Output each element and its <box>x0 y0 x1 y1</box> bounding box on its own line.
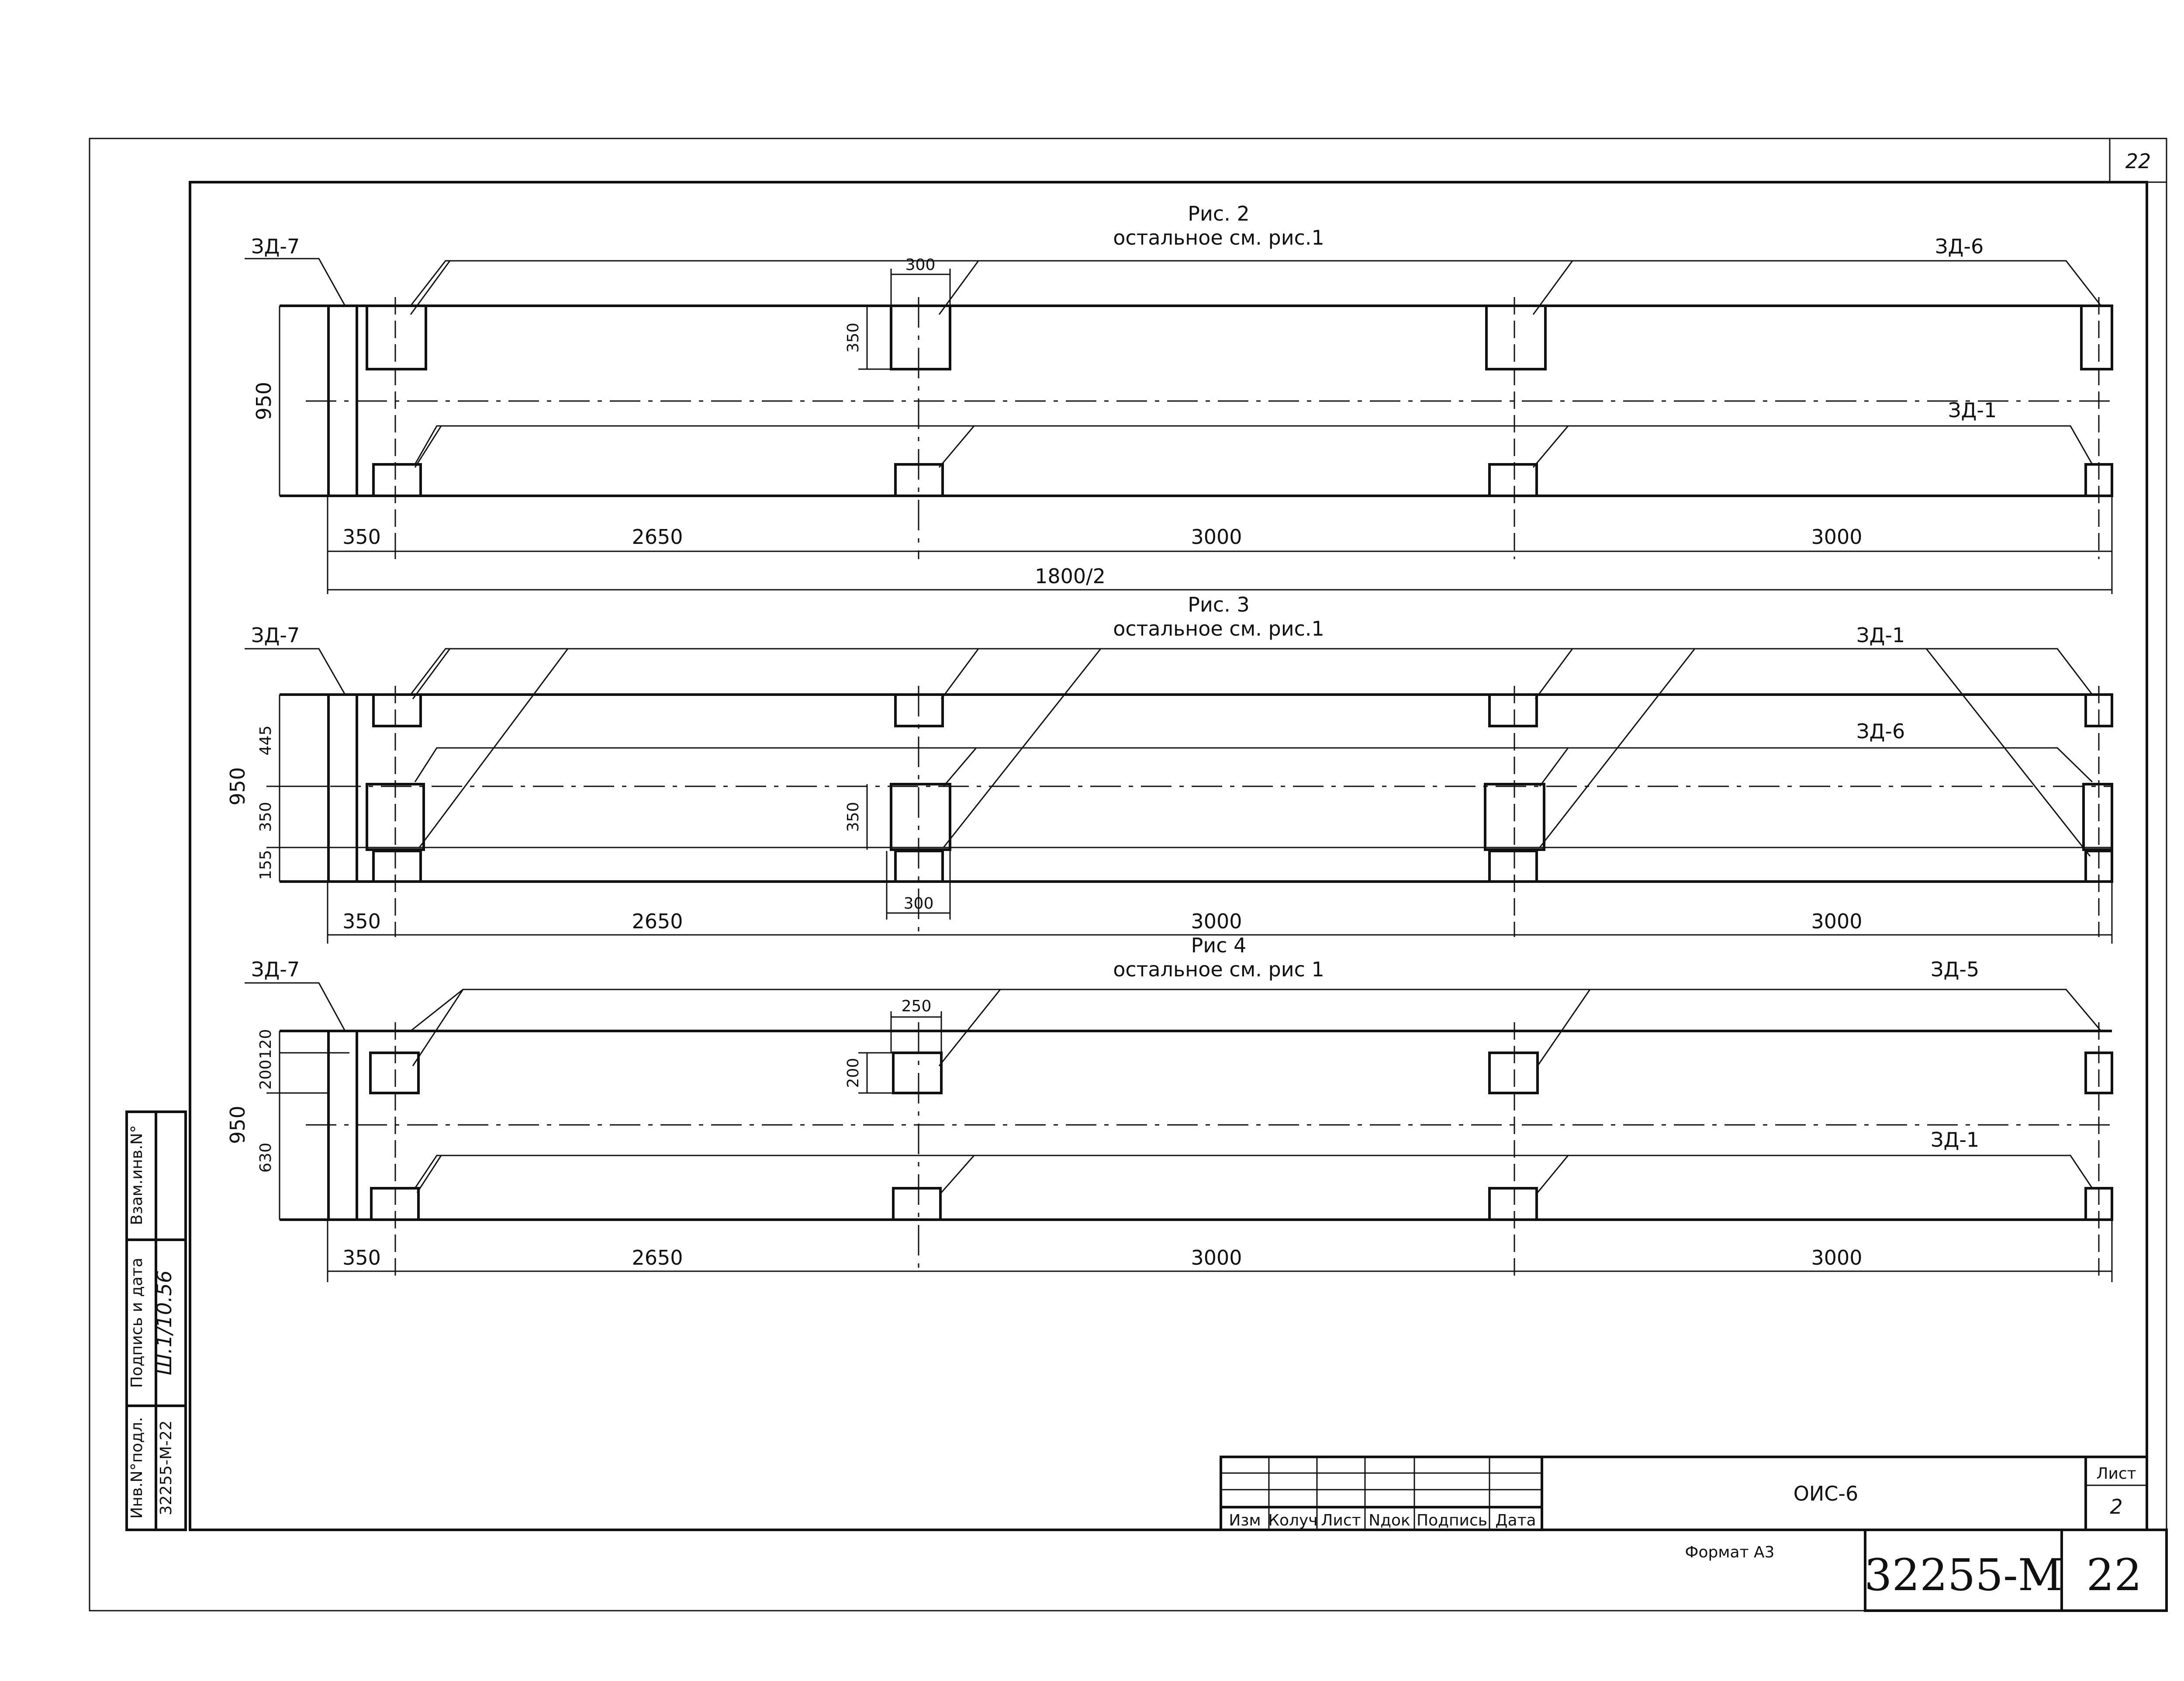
fig4-v3: 630 <box>257 1143 275 1173</box>
inv-podl-value: 32255-М-22 <box>157 1420 175 1515</box>
fig2-label-mid-right: ЗД-1 <box>1948 398 1997 422</box>
page-number: 22 <box>2086 1550 2142 1601</box>
fig4-span-2: 2650 <box>632 1246 683 1269</box>
fig3-v1: 445 <box>257 726 275 756</box>
corner-number: 22 <box>2125 149 2151 173</box>
fig4-height: 950 <box>226 1106 249 1144</box>
doc-code: ОИС-6 <box>1794 1482 1859 1505</box>
figure-3: Рис. 3 остальное см. рис.1 ЗД-7 ЗД-1 ЗД-… <box>226 593 2113 944</box>
fig3-span-1: 350 <box>342 910 381 933</box>
tb-col-ndok: Nдок <box>1368 1512 1410 1529</box>
fig4-span-3: 3000 <box>1191 1246 1242 1269</box>
sign-label: Подпись и дата <box>128 1258 146 1388</box>
outer-frame <box>89 138 2167 1612</box>
vzam-label: Взам.инв.N° <box>128 1125 146 1225</box>
fig2-height: 950 <box>252 382 276 420</box>
fig3-v3: 155 <box>257 850 275 880</box>
tb-col-list: Лист <box>1321 1512 1361 1529</box>
fig3-subtitle: остальное см. рис.1 <box>1113 617 1324 640</box>
tb-col-data: Дата <box>1495 1512 1536 1529</box>
fig2-box-height: 350 <box>844 323 862 353</box>
fig2-title: Рис. 2 <box>1188 202 1249 225</box>
sign-value: Ш.1/10.56 <box>152 1270 176 1375</box>
tb-col-koluch: Колуч <box>1268 1512 1317 1529</box>
fig4-box-width: 250 <box>902 997 932 1015</box>
fig3-box-height: 350 <box>844 802 862 832</box>
fig2-span-3: 3000 <box>1191 525 1242 549</box>
fig3-box-width: 300 <box>904 895 934 913</box>
fig4-title: Рис 4 <box>1191 934 1247 957</box>
doc-number: 32255-М <box>1864 1550 2063 1601</box>
fig3-label-top-right: ЗД-1 <box>1856 623 1905 647</box>
fig3-span-2: 2650 <box>632 910 683 933</box>
doc-number-stamp: 32255-М 22 <box>1864 1529 2168 1612</box>
fig2-span-1: 350 <box>342 525 381 549</box>
fig4-v1: 120 <box>257 1029 275 1059</box>
fig2-total: 1800/2 <box>1035 564 1106 588</box>
fig2-span-4: 3000 <box>1811 525 1862 549</box>
inner-frame <box>189 181 2148 1531</box>
fig4-v2: 200 <box>257 1060 275 1090</box>
fig2-label-top-right: ЗД-6 <box>1935 235 1984 258</box>
format-label: Формат А3 <box>1685 1543 1774 1561</box>
fig2-subtitle: остальное см. рис.1 <box>1113 226 1324 249</box>
fig4-label-top-right: ЗД-5 <box>1931 958 1979 981</box>
fig4-span-4: 3000 <box>1811 1246 1862 1269</box>
tb-col-izm: Изм <box>1229 1512 1261 1529</box>
fig3-span-4: 3000 <box>1811 910 1862 933</box>
figure-2: Рис. 2 остальное см. рис.1 ЗД-7 ЗД-6 ЗД-… <box>245 202 2113 594</box>
fig4-box-height: 200 <box>844 1058 862 1088</box>
fig3-span-3: 3000 <box>1191 910 1242 933</box>
fig2-span-2: 2650 <box>632 525 683 549</box>
fig3-height: 950 <box>226 767 249 806</box>
fig3-label-left: ЗД-7 <box>251 623 300 647</box>
sheet-number: 2 <box>2110 1495 2122 1518</box>
fig4-subtitle: остальное см. рис 1 <box>1113 958 1324 981</box>
sheet-label: Лист <box>2096 1465 2136 1483</box>
figure-4: Рис 4 остальное см. рис 1 ЗД-7 ЗД-5 ЗД-1 <box>226 934 2113 1282</box>
corner-number-box: 22 <box>2109 138 2167 183</box>
fig2-label-left: ЗД-7 <box>251 235 300 258</box>
title-block: Изм Колуч Лист Nдок Подпись Дата ОИС-6 Л… <box>1220 1456 2148 1531</box>
fig4-label-mid-right: ЗД-1 <box>1931 1128 1979 1152</box>
fig3-label-mid-right: ЗД-6 <box>1856 719 1905 743</box>
fig4-span-1: 350 <box>342 1246 381 1269</box>
side-stamp: Инв.N°подл. 32255-М-22 Подпись и дата Ш.… <box>125 1110 187 1531</box>
fig4-label-left: ЗД-7 <box>251 958 300 981</box>
fig3-v2: 350 <box>257 802 275 832</box>
fig3-title: Рис. 3 <box>1188 593 1249 616</box>
fig2-box-width: 300 <box>905 256 936 274</box>
inv-podl-label: Инв.N°подл. <box>128 1417 146 1519</box>
tb-col-podpis: Подпись <box>1417 1512 1487 1529</box>
